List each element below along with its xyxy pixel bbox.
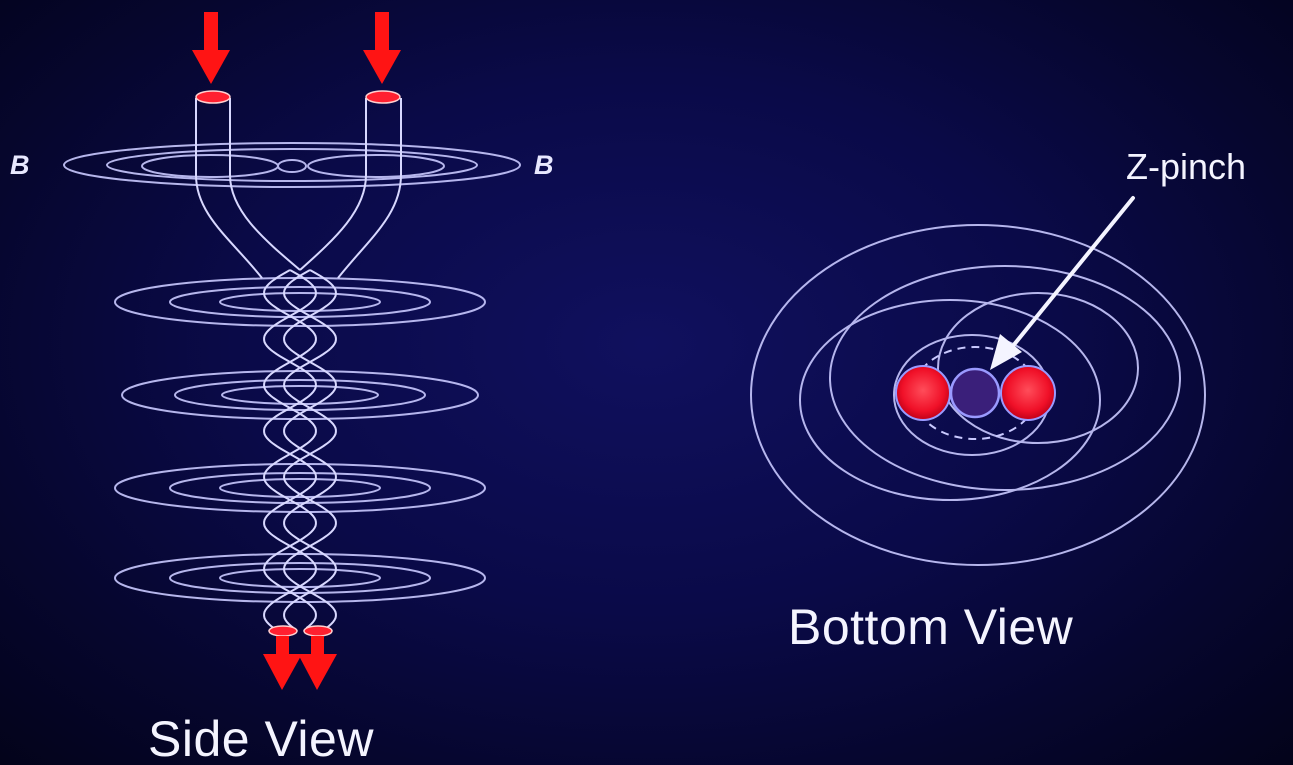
pointer-arrow-icon: [990, 196, 1135, 370]
conductor-exit-right: [303, 625, 333, 637]
field-ring-2: [121, 370, 479, 420]
conductor-right-upper: [299, 98, 402, 279]
field-label-right: B: [534, 150, 554, 180]
down-arrow-icon: [192, 12, 230, 84]
braid-strand-edge-1: [263, 269, 317, 629]
conductor-cross-section-left: [895, 365, 951, 421]
braid-strand-edge-4: [283, 269, 337, 629]
pinch-core: [949, 367, 1001, 419]
bottom-view-title: Bottom View: [788, 599, 1074, 655]
conductor-opening-right: [365, 90, 401, 104]
z-pinch-label: Z-pinch: [1126, 146, 1247, 187]
field-ring-1: [114, 277, 486, 327]
side-view-diagram: [63, 12, 521, 690]
field-ring-top: [63, 142, 521, 188]
conductor-left-upper: [195, 98, 301, 279]
twisted-conductor-pair: [263, 269, 337, 629]
braid-strand-edge-3: [263, 269, 317, 629]
braid-strand-edge-2: [283, 269, 337, 629]
side-view-title: Side View: [148, 711, 374, 765]
conductor-exit-left: [268, 625, 298, 637]
down-arrow-icon: [263, 636, 302, 690]
conductor-cross-section-right: [1000, 365, 1056, 421]
field-label-left: B: [10, 150, 30, 180]
field-ring-3: [114, 463, 486, 513]
field-ring-4: [114, 553, 486, 603]
bottom-view-diagram: [750, 196, 1206, 566]
conductor-opening-left: [195, 90, 231, 104]
field-lines-cross-section: [750, 224, 1206, 566]
down-arrow-icon: [363, 12, 401, 84]
down-arrow-icon: [298, 636, 337, 690]
